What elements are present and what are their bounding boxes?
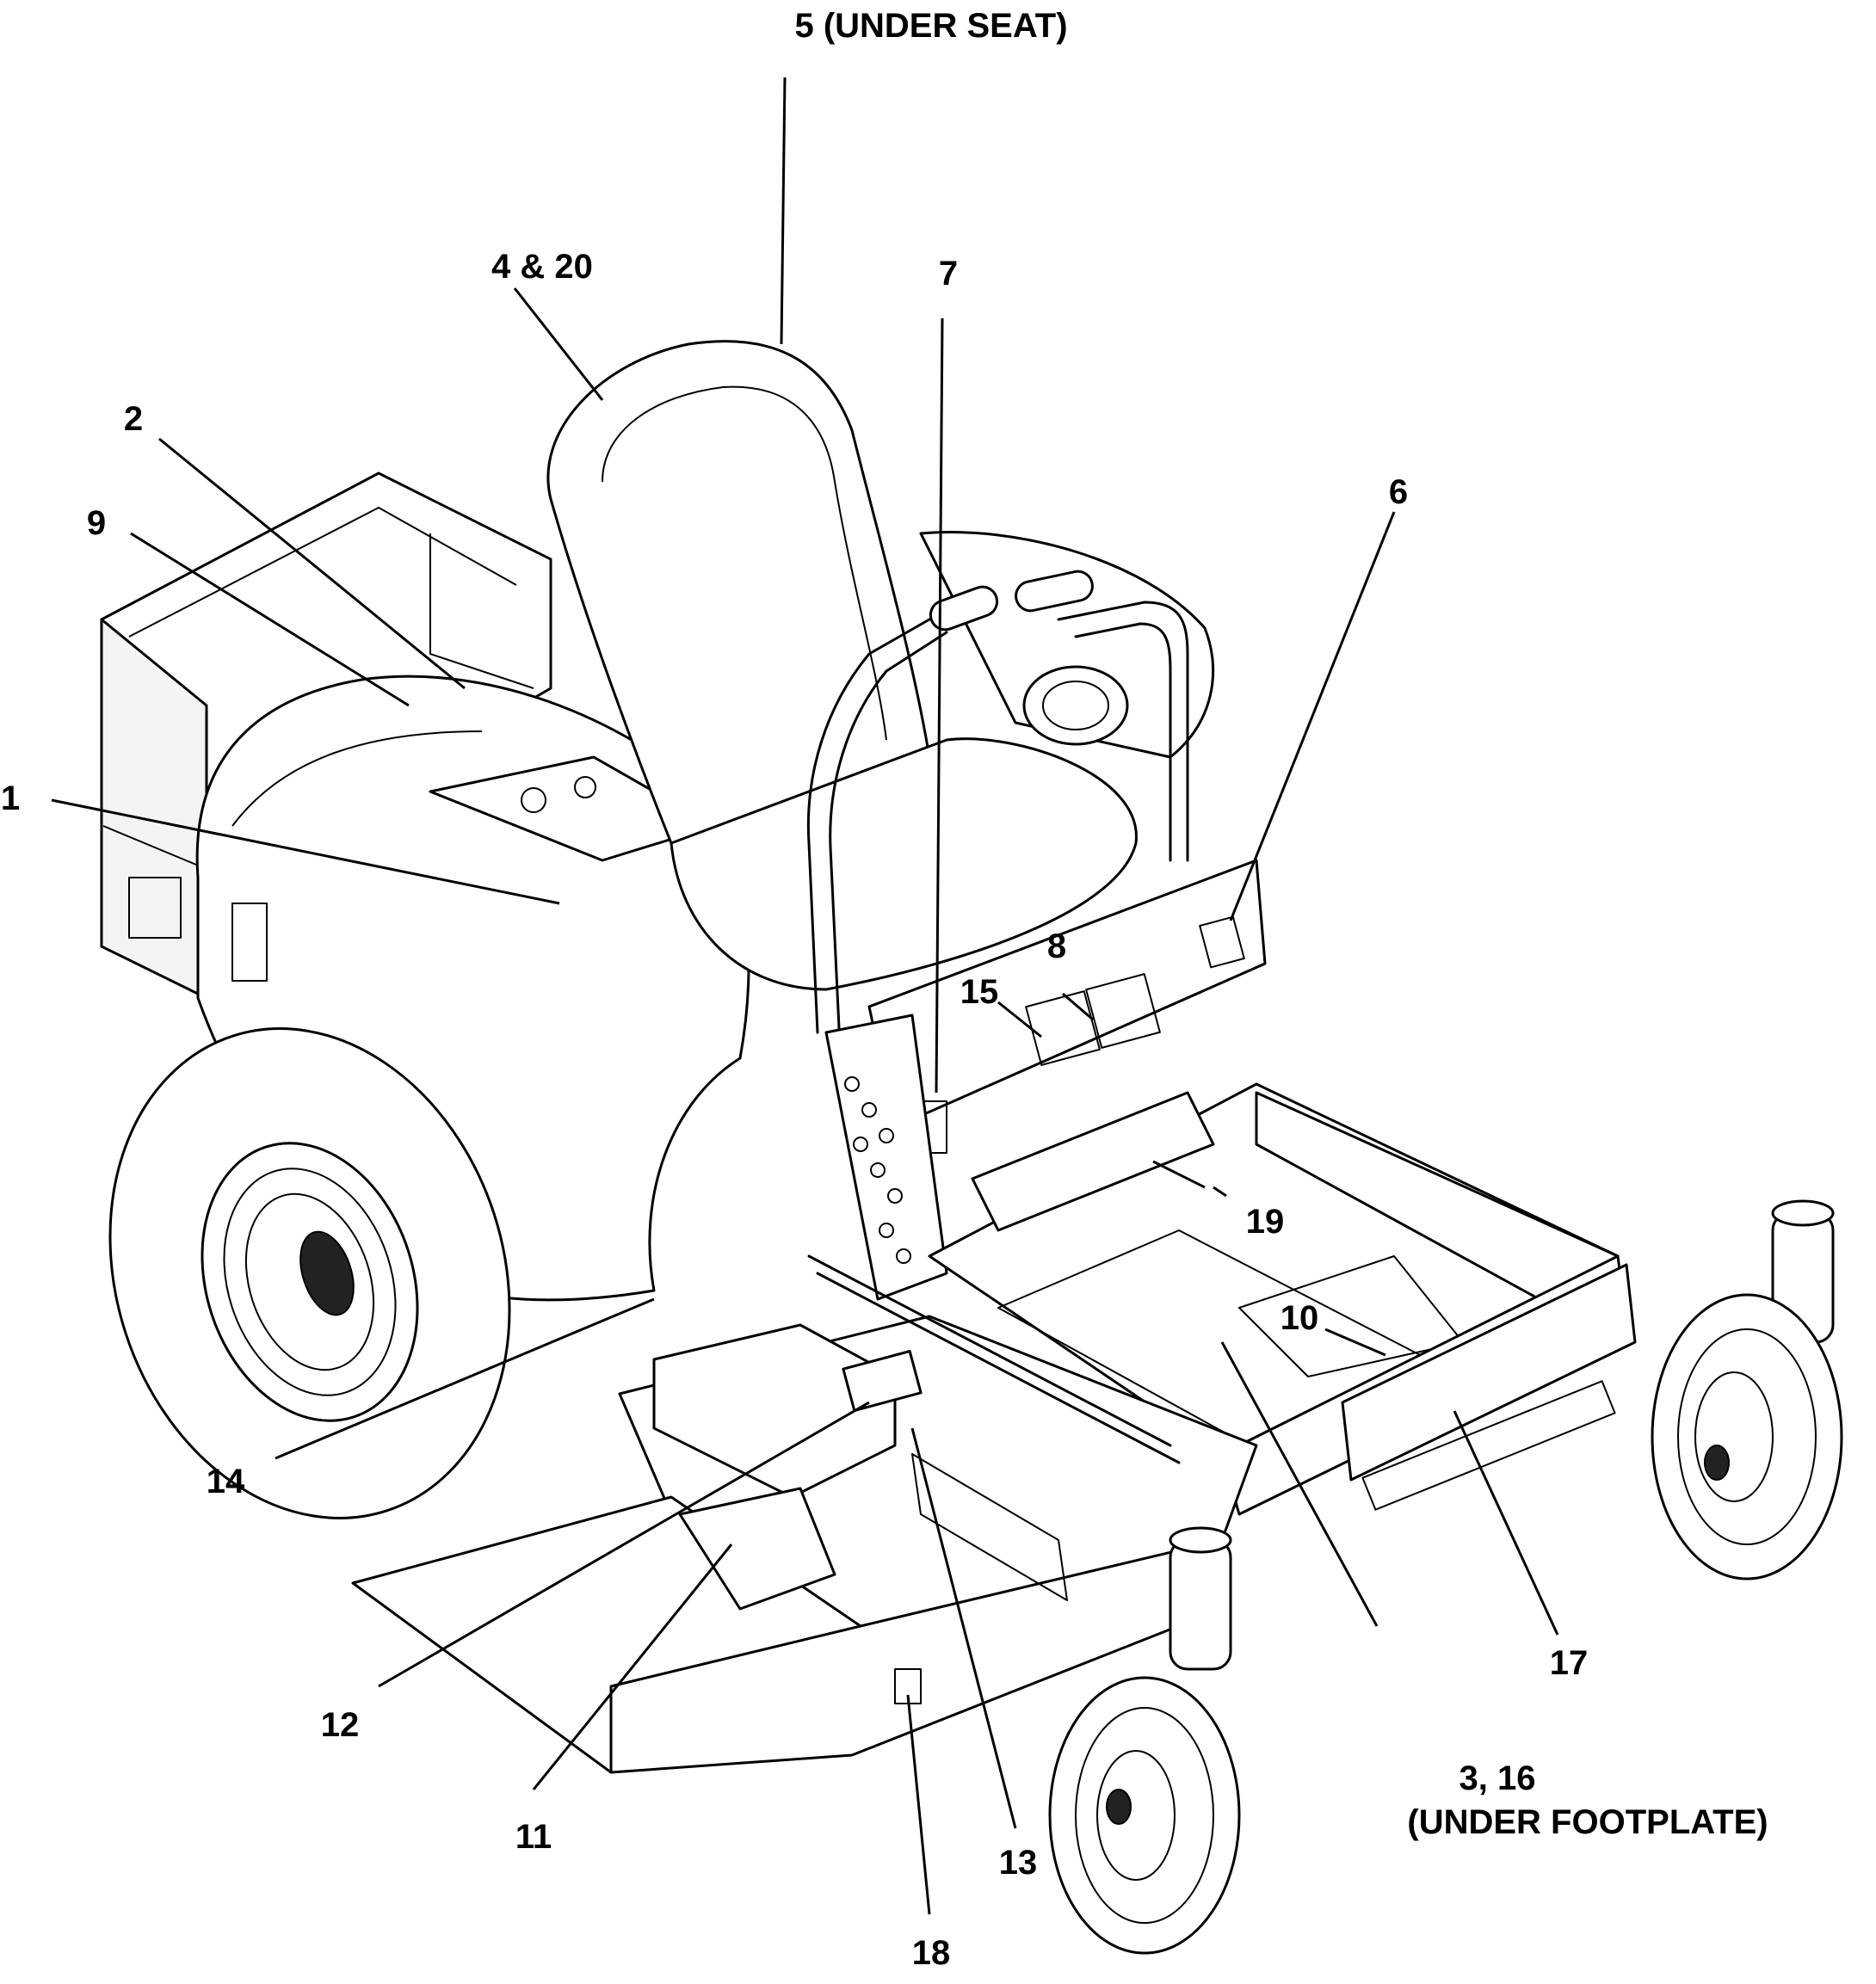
callout-19: 19	[1245, 1203, 1285, 1241]
rear-left-tire	[108, 1027, 511, 1519]
callout-18: 18	[911, 1934, 951, 1972]
callout-7: 7	[938, 255, 959, 293]
callout-10: 10	[1280, 1299, 1319, 1337]
height-adjust-plate	[824, 1014, 948, 1301]
mower-deck	[351, 1315, 1258, 1774]
right-fender	[919, 530, 1215, 759]
callout-2: 2	[123, 400, 144, 438]
callout-6: 6	[1388, 473, 1409, 511]
lap-bars	[806, 570, 1189, 1034]
callout-3-16-note: (UNDER FOOTPLATE)	[1407, 1803, 1768, 1841]
seat	[546, 340, 1138, 991]
front-left-caster	[1048, 1526, 1241, 1955]
callout-13: 13	[998, 1844, 1038, 1882]
callout-15: 15	[960, 973, 999, 1011]
callout-9: 9	[86, 504, 107, 542]
callout-1: 1	[0, 779, 21, 817]
callout-3-16: 3, 16	[1459, 1759, 1536, 1797]
callout-14: 14	[206, 1463, 245, 1500]
callout-12: 12	[320, 1706, 360, 1744]
footplate	[928, 1082, 1620, 1456]
leader-lines	[51, 77, 1559, 1915]
front-right-caster	[1651, 1199, 1843, 1580]
callout-4-and-20: 4 & 20	[491, 248, 593, 286]
callout-11: 11	[515, 1818, 552, 1856]
callout-17: 17	[1549, 1644, 1589, 1682]
callout-8: 8	[1046, 927, 1067, 965]
callout-5: 5 (UNDER SEAT)	[794, 7, 1068, 45]
